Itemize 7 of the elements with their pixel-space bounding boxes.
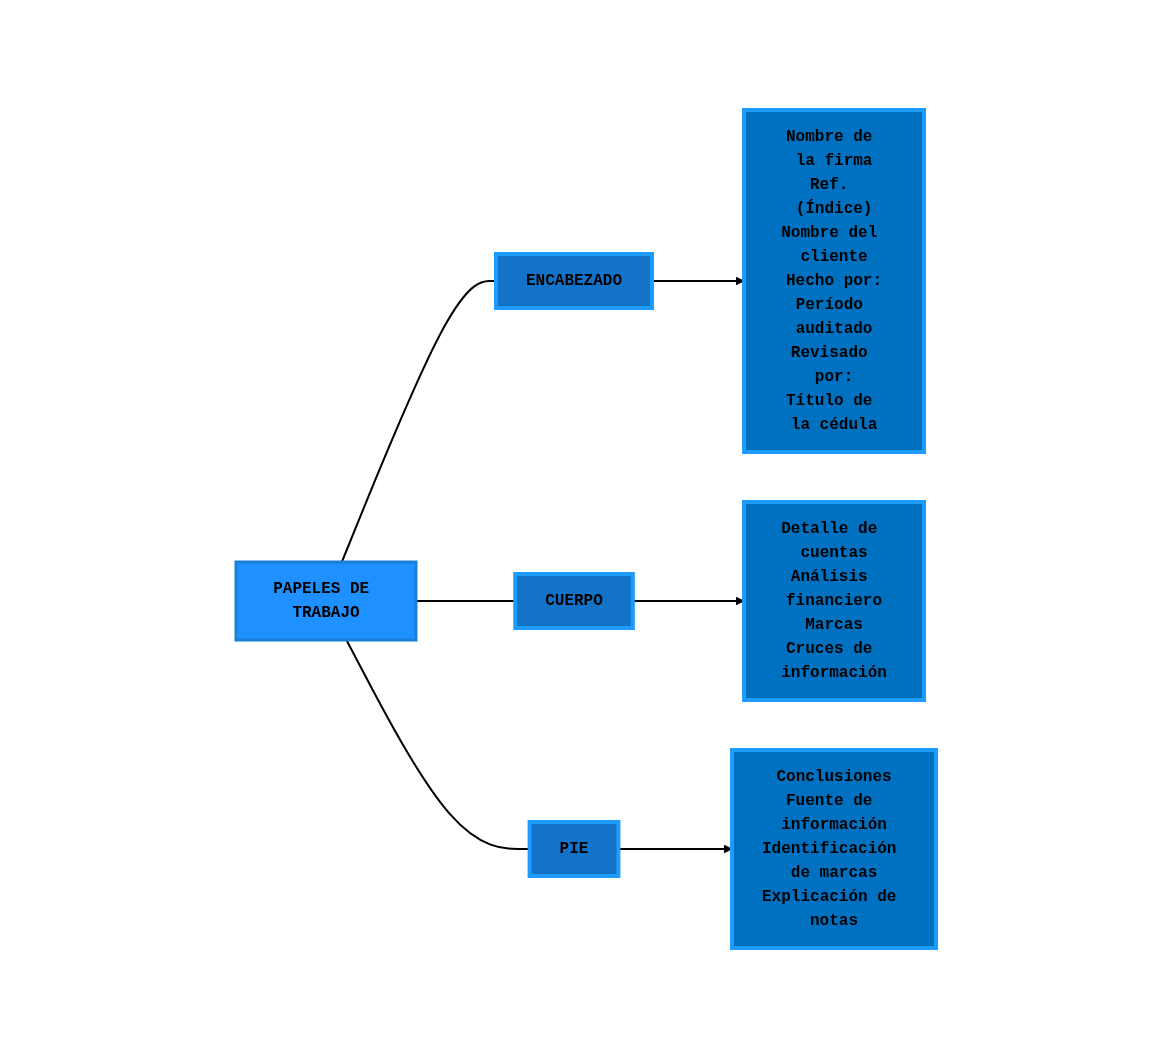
- node-box: ENCABEZADO: [494, 251, 655, 310]
- node-box: Detalle de cuentas Análisis financiero Marcas Cruces de información: [742, 499, 927, 702]
- node-box: Conclusiones Fuente de información Identificación de marcas Explicación de notas: [730, 747, 939, 950]
- node-box: Nombre de la firma Ref. (Índice) Nombre del cliente Hecho por: Período auditado Revisado por: Título de la cédula: [742, 107, 927, 454]
- node-box: PIE: [528, 819, 621, 878]
- node-box: CUERPO: [513, 571, 636, 630]
- node-box: PAPELES DE TRABAJO: [234, 560, 418, 641]
